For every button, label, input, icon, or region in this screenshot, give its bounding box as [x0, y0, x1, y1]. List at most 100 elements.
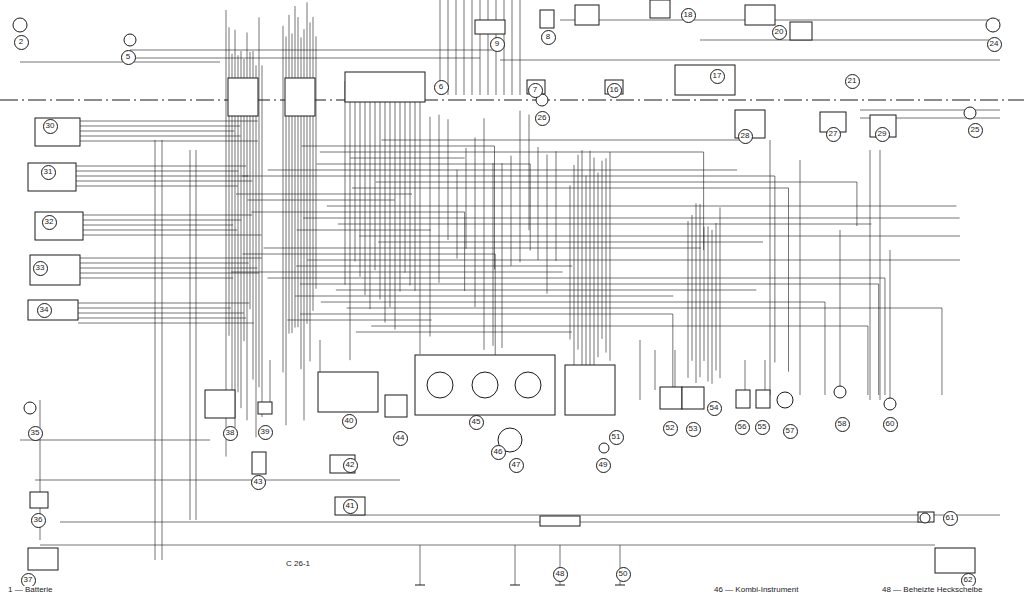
callout-number: 35 [28, 426, 43, 441]
callout-text: 16 [610, 86, 619, 94]
wire [287, 320, 431, 321]
callout-text: 44 [396, 434, 405, 442]
instrument-dial [515, 372, 541, 398]
wire [76, 171, 239, 172]
callout-number: 52 [663, 421, 678, 436]
component-box [318, 372, 378, 412]
wire [347, 308, 942, 309]
wire [520, 0, 521, 95]
wire [745, 360, 746, 390]
callout-text: 25 [971, 126, 980, 134]
wire [78, 323, 254, 324]
callout-number: 7 [528, 83, 543, 98]
component-box [660, 387, 682, 409]
callout-number: 56 [735, 420, 750, 435]
wire [317, 164, 531, 165]
wire [296, 266, 572, 267]
wire [300, 314, 673, 315]
wire [770, 140, 771, 395]
wire [555, 585, 565, 586]
callout-number: 42 [343, 458, 358, 473]
wire [602, 161, 603, 339]
callout-text: 18 [684, 11, 693, 19]
wire [515, 545, 516, 585]
component-box [345, 72, 425, 102]
callout-number: 8 [541, 30, 556, 45]
callout-number: 39 [258, 425, 273, 440]
wire [20, 62, 220, 63]
callout-number: 43 [251, 475, 266, 490]
callout-number: 44 [393, 431, 408, 446]
wire [430, 117, 431, 337]
wire [303, 218, 960, 219]
callout-text: 58 [838, 420, 847, 428]
wire [83, 225, 233, 226]
wire [708, 226, 709, 381]
wire [856, 182, 857, 226]
callout-text: 50 [619, 570, 628, 578]
wire [390, 89, 391, 307]
component-box [30, 492, 48, 508]
callout-text: 47 [512, 461, 521, 469]
wire [615, 585, 625, 586]
wire [80, 141, 258, 142]
wire [83, 235, 261, 236]
callout-text: 36 [34, 516, 43, 524]
wire [316, 36, 317, 288]
callout-number: 36 [31, 513, 46, 528]
wire [456, 0, 457, 95]
callout-number: 32 [42, 215, 57, 230]
wire [80, 273, 259, 274]
wire [380, 97, 381, 299]
wire [242, 254, 495, 255]
legend-note: 1 — Batterie [6, 586, 54, 595]
wire [80, 268, 257, 269]
wire [310, 22, 311, 361]
callout-number: 54 [707, 401, 722, 416]
callout-text: 40 [345, 417, 354, 425]
wire [370, 80, 371, 309]
wire [466, 148, 467, 249]
callout-number: 29 [875, 127, 890, 142]
wire [231, 272, 563, 273]
wire [484, 118, 485, 350]
wire [884, 278, 885, 395]
wire [297, 230, 431, 231]
wire [703, 152, 704, 250]
wire [80, 126, 240, 127]
wire [700, 40, 990, 41]
wire [60, 522, 930, 523]
wire [307, 260, 960, 261]
wire [78, 318, 246, 319]
callout-text: 52 [666, 424, 675, 432]
wire [880, 150, 881, 400]
component-box [28, 300, 78, 320]
wire [464, 0, 465, 95]
component-box [540, 10, 554, 28]
callout-number: 60 [883, 417, 898, 432]
wire [162, 140, 163, 560]
component-box [675, 65, 735, 95]
wire [415, 80, 416, 291]
callout-number: 30 [43, 119, 58, 134]
component-box [35, 118, 80, 146]
wire [774, 176, 775, 362]
wire [688, 221, 689, 378]
callout-number: 26 [535, 111, 550, 126]
component-group [13, 0, 1000, 573]
callout-number: 40 [342, 414, 357, 429]
callout-text: 34 [40, 306, 49, 314]
component-box [475, 20, 505, 34]
callout-text: 24 [990, 40, 999, 48]
wire [289, 15, 290, 334]
wire [40, 545, 935, 546]
component-box [682, 387, 704, 409]
wire [190, 150, 191, 520]
wire [336, 290, 756, 291]
callout-text: 29 [878, 130, 887, 138]
wire [83, 230, 237, 231]
component-box [918, 512, 934, 522]
component-box [790, 22, 812, 40]
callout-number: 17 [710, 69, 725, 84]
wire [130, 58, 480, 59]
